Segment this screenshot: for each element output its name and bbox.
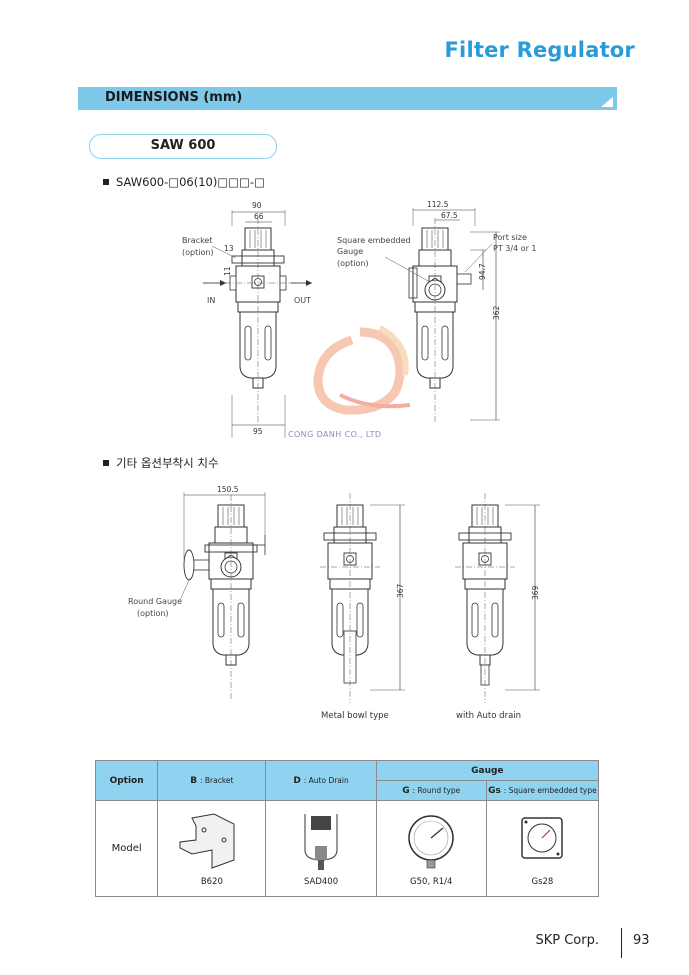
side-view-drawing: [408, 218, 472, 423]
port-label-2: PT 3/4 or 1: [493, 244, 537, 253]
round-gauge-header: G : Round type: [375, 780, 487, 801]
out-label: OUT: [294, 296, 311, 305]
page-title: Filter Regulator: [444, 38, 635, 62]
section-title: DIMENSIONS (mm): [105, 90, 243, 105]
model-name: SAW 600: [150, 138, 216, 153]
dim-67-5: 67.5: [441, 211, 458, 220]
dim-13: 13: [224, 244, 234, 253]
auto-drain-header: D : Auto Drain: [265, 760, 377, 801]
gauge-option: (option): [337, 259, 369, 268]
option-heading: 기타 옵션부착시 치수: [103, 455, 219, 471]
round-gauge-model: G50, R1/4: [410, 877, 453, 887]
watermark-text: CONG DANH CO., LTD: [288, 430, 382, 439]
page-number: 93: [633, 933, 650, 948]
dim-94-7: 94.7: [478, 263, 487, 280]
bracket-icon: [179, 813, 235, 869]
auto-drain-caption: with Auto drain: [456, 711, 522, 721]
auto-drain-cell: SAD400: [265, 800, 377, 897]
bracket-cell: B620: [157, 800, 267, 897]
bracket-header: B : Bracket: [157, 760, 267, 801]
dim-95: 95: [253, 427, 263, 436]
bracket-model: B620: [200, 877, 223, 887]
round-gauge-cell: G50, R1/4: [375, 800, 487, 897]
gauge-label-1: Square embedded: [337, 236, 411, 245]
bracket-option: (option): [182, 248, 214, 257]
dim-150-5: 150.5: [217, 485, 239, 494]
square-gauge-model: Gs28: [531, 877, 554, 887]
round-gauge-option: (option): [137, 609, 169, 618]
option-header: Option: [94, 760, 159, 801]
round-gauge-drawing: [183, 495, 266, 700]
auto-drain-drawing: [455, 493, 515, 703]
square-gauge-header: Gs : Square embedded type: [485, 780, 600, 801]
round-gauge-label: Round Gauge: [128, 597, 182, 606]
round-gauge-icon: [408, 815, 454, 869]
dim-362: 362: [492, 305, 501, 320]
dim-112-5: 112.5: [427, 200, 449, 209]
dim-66: 66: [254, 212, 264, 221]
spec-heading: SAW600-□06(10)□□□-□: [103, 175, 265, 189]
square-gauge-icon: [521, 817, 564, 859]
front-view-drawing: [203, 218, 313, 423]
auto-drain-model: SAD400: [303, 877, 339, 887]
gauge-header: Gauge: [375, 760, 600, 781]
section-header-bar: DIMENSIONS (mm): [78, 87, 617, 110]
dim-11: 11: [223, 266, 232, 276]
footer-divider: [621, 928, 622, 958]
port-label-1: Port size: [493, 233, 527, 242]
square-gauge-cell: Gs28: [485, 800, 600, 897]
auto-drain-icon: [304, 814, 338, 870]
footer-company: SKP Corp.: [535, 933, 599, 948]
in-label: IN: [207, 296, 215, 305]
corner-mark: [601, 97, 613, 107]
dim-369: 369: [531, 585, 540, 600]
options-table: Option B : Bracket D : Auto Drain Gauge …: [94, 760, 600, 897]
watermark-logo: [313, 325, 411, 415]
model-name-pill: SAW 600: [89, 134, 277, 159]
metal-bowl-caption: Metal bowl type: [321, 711, 389, 721]
dim-90: 90: [252, 201, 262, 210]
model-label: Model: [94, 800, 159, 897]
bracket-label: Bracket: [182, 236, 212, 245]
dim-367: 367: [396, 583, 405, 598]
gauge-label-2: Gauge: [337, 247, 363, 256]
metal-bowl-drawing: [320, 493, 380, 703]
